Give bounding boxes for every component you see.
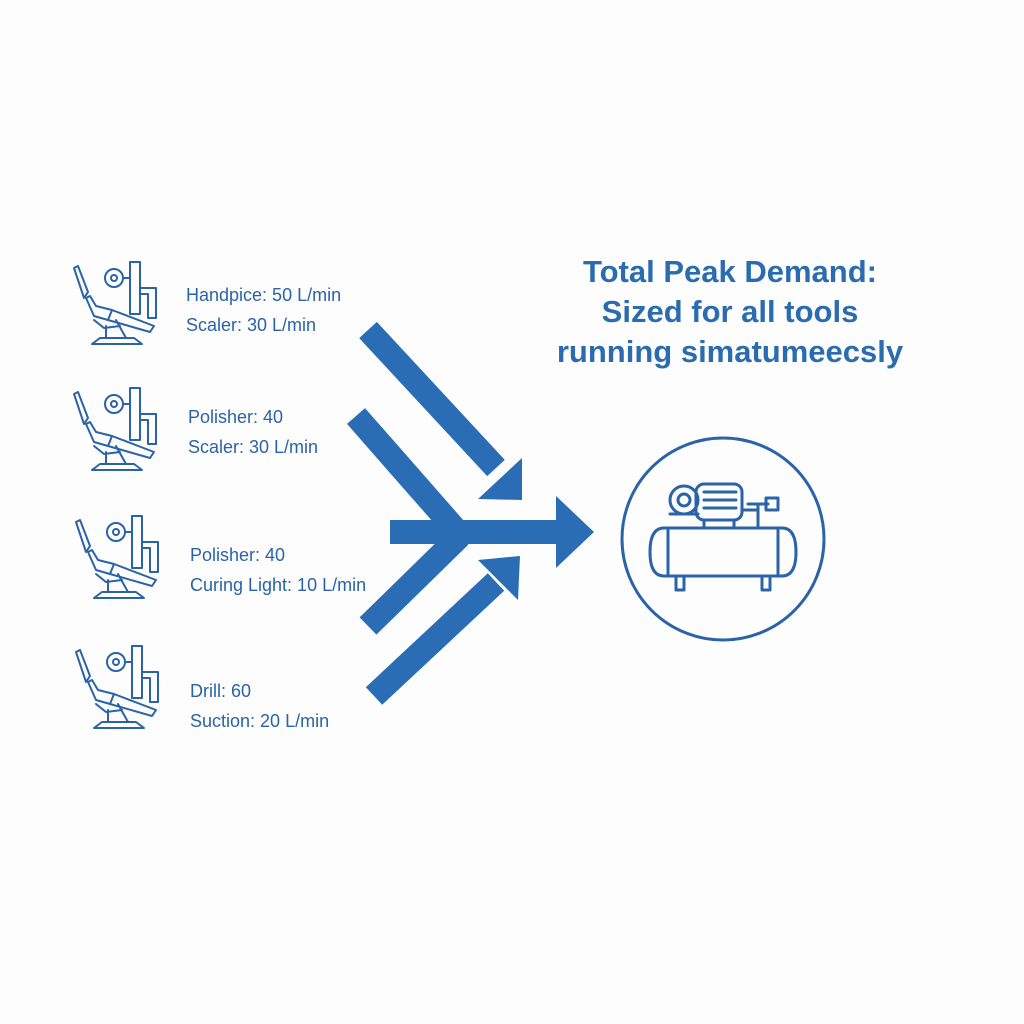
demand-title: Total Peak Demand: Sized for all tools r…	[520, 252, 940, 372]
station-3-label: Polisher: 40 Curing Light: 10 L/min	[190, 540, 366, 600]
station-3-tool-2: Curing Light: 10 L/min	[190, 575, 367, 595]
flow-arrow-1	[359, 321, 522, 500]
flow-arrow-4	[365, 556, 520, 705]
station-2-tool-2: Scaler: 30 L/min	[188, 437, 319, 457]
station-2-label: Polisher: 40 Scaler: 30 L/min	[188, 402, 318, 462]
station-1-tool-2: Scaler: 30 L/min	[186, 315, 317, 335]
station-4-tool-2: Suction: 20 L/min	[190, 711, 330, 731]
dental-chair-icon	[70, 512, 170, 612]
dental-chair-icon	[68, 384, 168, 484]
demand-title-line-3: running simatumeecsly	[556, 334, 904, 369]
station-4-tool-1: Drill: 60	[190, 681, 252, 701]
flow-arrow-main	[390, 496, 594, 568]
flow-arrow-3	[359, 527, 469, 635]
dental-chair-icon	[68, 258, 168, 358]
air-compressor-icon	[618, 434, 828, 644]
flow-arrow-2	[346, 408, 466, 538]
station-2-tool-1: Polisher: 40	[188, 407, 284, 427]
station-1-tool-1: Handpice: 50 L/min	[186, 285, 342, 305]
station-1-label: Handpice: 50 L/min Scaler: 30 L/min	[186, 280, 341, 340]
station-4-label: Drill: 60 Suction: 20 L/min	[190, 676, 329, 736]
demand-title-line-1: Total Peak Demand:	[582, 254, 877, 289]
station-3-tool-1: Polisher: 40	[190, 545, 286, 565]
demand-title-line-2: Sized for all tools	[601, 294, 859, 329]
dental-chair-icon	[70, 642, 170, 742]
